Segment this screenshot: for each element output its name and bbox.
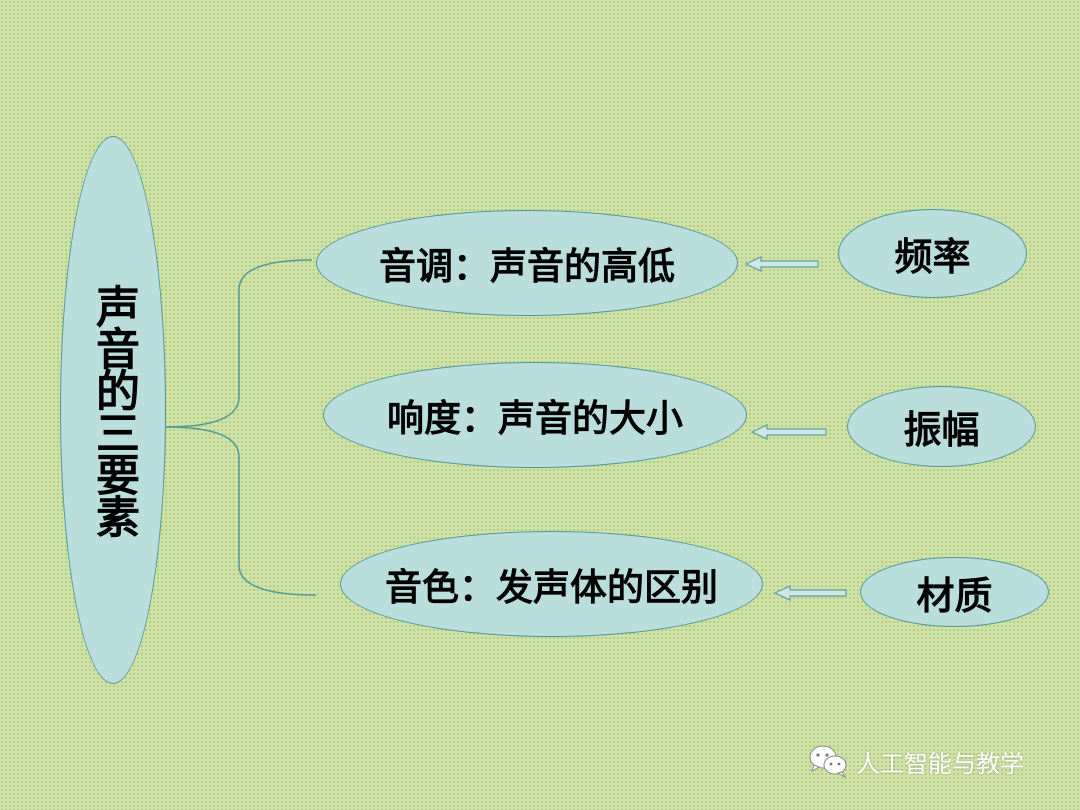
branch-node-label: 音调：声音的高低 <box>379 245 675 288</box>
cause-node-frequency: 频率 <box>838 209 1027 298</box>
watermark-text: 人工智能与教学 <box>856 749 1024 778</box>
cause-node-amplitude: 振幅 <box>847 386 1036 467</box>
watermark: 人工智能与教学 <box>808 743 1024 779</box>
arrow-left-icon <box>773 585 847 601</box>
root-node: 声音的三要素 <box>60 136 166 684</box>
branch-node-timbre: 音色：发声体的区别 <box>340 531 763 637</box>
wechat-icon <box>809 745 847 778</box>
root-node-label: 声音的三要素 <box>88 284 139 536</box>
bracket-connector-top <box>165 259 313 428</box>
cause-node-material: 材质 <box>860 557 1049 627</box>
arrow-left-icon <box>750 424 827 440</box>
bracket-connector-bottom <box>165 426 317 596</box>
branch-node-pitch: 音调：声音的高低 <box>316 210 738 316</box>
arrow-left-icon <box>744 256 819 272</box>
cause-node-label: 频率 <box>894 235 971 279</box>
branch-node-loudness: 响度：声音的大小 <box>323 362 747 468</box>
cause-node-label: 振幅 <box>903 408 980 452</box>
cause-node-label: 材质 <box>916 573 993 618</box>
branch-node-label: 音色：发声体的区别 <box>385 566 718 609</box>
branch-node-label: 响度：声音的大小 <box>387 397 683 440</box>
